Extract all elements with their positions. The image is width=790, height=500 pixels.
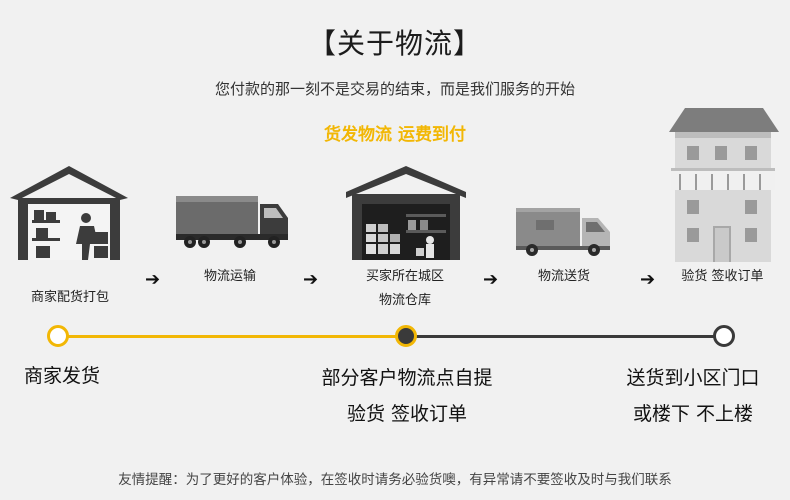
- timeline-segment-accent: [58, 335, 406, 338]
- timeline-dot-end: [713, 325, 735, 347]
- step-label-delivery: 物流送货: [537, 269, 590, 284]
- page-title: 【关于物流】: [307, 27, 482, 60]
- warehouse-icon: [346, 164, 466, 260]
- arrow-icon: ➔: [145, 269, 161, 290]
- timeline-dot-middle: [395, 325, 417, 347]
- stage-pickup-line1: 部分客户物流点自提: [321, 367, 493, 389]
- step-label-transport: 物流运输: [203, 269, 256, 284]
- arrow-icon: ➔: [640, 269, 656, 290]
- stage-delivery-line2: 或楼下 不上楼: [632, 403, 754, 425]
- arrow-icon: ➔: [483, 269, 499, 290]
- stage-pickup-line2: 验货 签收订单: [346, 403, 468, 425]
- truck-icon: [176, 192, 294, 252]
- footer-tip: 友情提醒：为了更好的客户体验，在签收时请务必验货噢，有异常请不要签收及时与我们联…: [118, 472, 672, 488]
- timeline-dot-start: [47, 325, 69, 347]
- stage-ship-label: 商家发货: [23, 365, 100, 387]
- stage-delivery-line1: 送货到小区门口: [626, 367, 760, 389]
- shipping-note: 货发物流 运费到付: [324, 125, 466, 145]
- page-subtitle: 您付款的那一刻不是交易的结束，而是我们服务的开始: [214, 80, 575, 98]
- warehouse-packing-icon: [10, 160, 128, 260]
- delivery-van-icon: [514, 206, 614, 258]
- timeline-segment-dark: [406, 335, 724, 338]
- step-label-city-warehouse-2: 物流仓库: [378, 293, 431, 308]
- step-label-sign-for: 验货 签收订单: [681, 269, 764, 284]
- apartment-building-icon: [665, 106, 781, 262]
- step-label-packing: 商家配货打包: [30, 290, 109, 305]
- step-label-city-warehouse-1: 买家所在城区: [365, 269, 444, 284]
- arrow-icon: ➔: [303, 269, 319, 290]
